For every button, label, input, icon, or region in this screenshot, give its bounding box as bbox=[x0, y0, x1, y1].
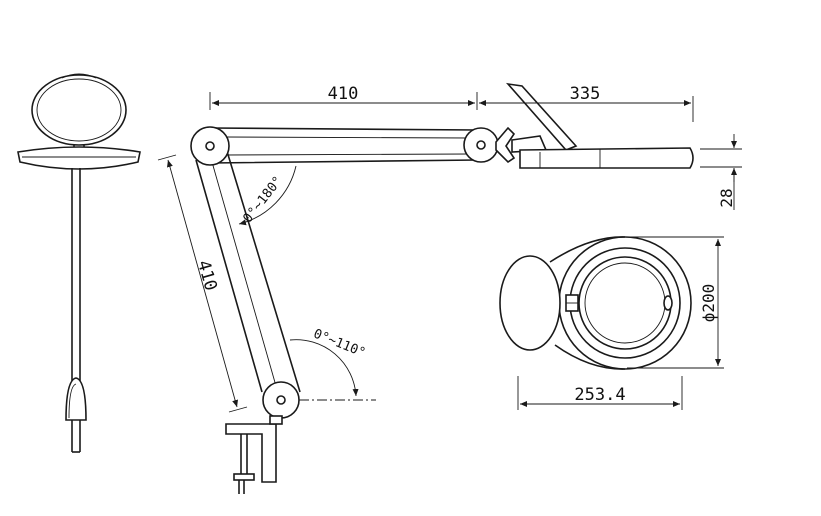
top-view bbox=[499, 236, 692, 370]
dimension-head-thickness: 28 bbox=[700, 134, 742, 210]
side-view bbox=[190, 82, 694, 494]
dimension-head-length: 335 bbox=[479, 84, 694, 122]
angle-lower-joint-label: 0°~110° bbox=[311, 327, 367, 361]
dimension-lens-diameter: ϕ200 bbox=[627, 236, 724, 369]
dimension-upper-arm: 410 bbox=[209, 84, 478, 110]
lower-angle-arc bbox=[289, 339, 359, 397]
dimension-head-length-label: 335 bbox=[570, 84, 601, 104]
dimension-upper-arm-label: 410 bbox=[328, 84, 359, 104]
dimension-head-thickness-label: 28 bbox=[717, 188, 736, 207]
dimension-lower-arm-label: 410 bbox=[193, 258, 221, 293]
dimension-head-width-label: 253.4 bbox=[574, 385, 625, 405]
dimension-lens-diameter-label: ϕ200 bbox=[699, 284, 718, 323]
front-view bbox=[17, 73, 141, 453]
dimension-head-width: 253.4 bbox=[517, 376, 683, 410]
upper-angle-arc bbox=[238, 165, 297, 226]
dimension-lower-arm: 410 bbox=[157, 154, 248, 413]
